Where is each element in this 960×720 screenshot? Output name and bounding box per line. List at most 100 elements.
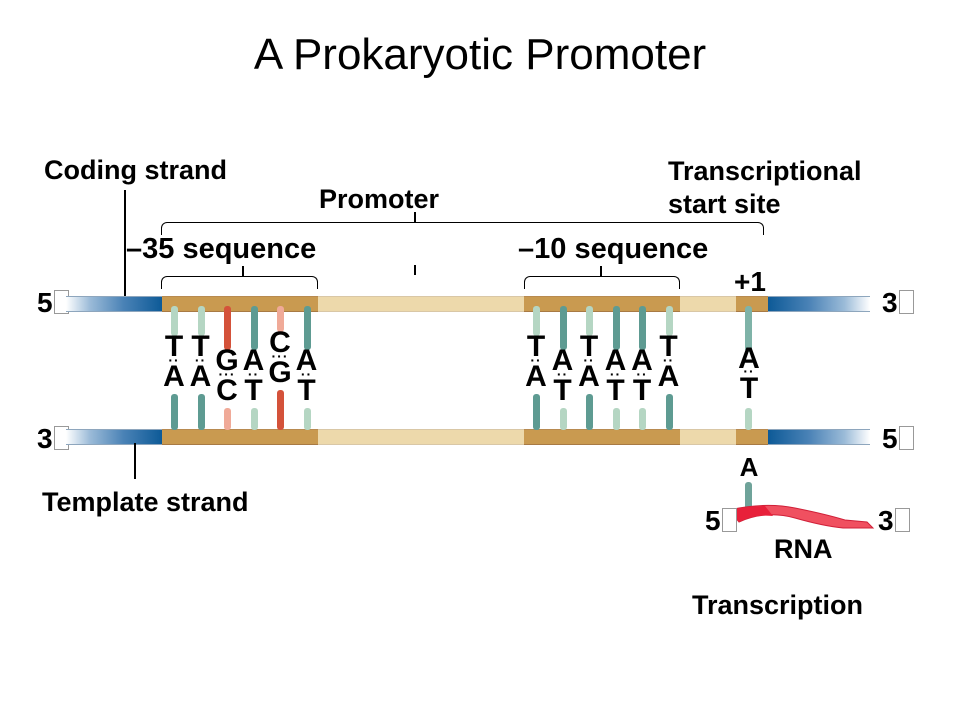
minus10-bottom-base: T	[606, 374, 625, 407]
minus10-bottom-peg	[559, 408, 567, 430]
coding-3prime-end: 3	[882, 287, 914, 319]
transcription-label: Transcription	[692, 590, 864, 620]
rna-3prime-text: 3	[878, 505, 894, 536]
template-spacer	[318, 429, 524, 445]
minus35-top-base: G	[215, 344, 239, 377]
minus35-top-base: A	[242, 344, 265, 377]
coding-5prime-end: 5	[37, 287, 69, 319]
minus35-bottom-base: C	[216, 374, 238, 407]
minus35-top-peg	[303, 306, 311, 350]
minus10-bottom-base: T	[632, 374, 652, 407]
template-3prime-text: 3	[37, 423, 53, 454]
minus10-bottom-peg	[533, 394, 540, 430]
coding-strand-pointer	[124, 190, 126, 298]
minus35-top-base: T	[191, 330, 210, 363]
rna-label: RNA	[774, 534, 833, 564]
minus10-pair-dots: ··	[556, 366, 569, 382]
start-bottom-base: T	[739, 372, 759, 405]
minus35-bottom-base: T	[297, 374, 316, 407]
template-strand-3prime-flank	[66, 429, 162, 445]
minus35-top-peg	[277, 306, 284, 332]
rna-strand	[728, 504, 875, 529]
diagram-title: A Prokaryotic Promoter	[253, 30, 707, 79]
minus10-top-peg	[559, 306, 567, 350]
prime-glyph-icon	[898, 426, 914, 450]
promoter-bracket-tick	[414, 212, 416, 222]
minus10-label: –10 sequence	[518, 233, 709, 265]
tss-label: Transcriptional start site	[668, 155, 862, 221]
minus10-bracket	[524, 276, 680, 289]
start-bottom-peg	[745, 408, 752, 430]
minus35-bottom-base: T	[244, 374, 263, 407]
minus35-top-peg	[197, 306, 205, 336]
minus10-pair-dots: ··	[530, 352, 542, 368]
template-start-site	[736, 429, 768, 445]
minus10-bottom-base: A	[657, 360, 680, 393]
minus35-top-base: T	[164, 330, 184, 363]
minus10-top-peg	[533, 306, 540, 336]
promoter-bracket	[161, 222, 764, 235]
coding-strand-3prime-flank	[768, 296, 870, 312]
minus35-bottom-peg	[277, 390, 284, 430]
template-5prime-end: 5	[882, 423, 914, 455]
template-strand-pointer	[134, 443, 136, 479]
minus35-pair-dots: ··	[247, 366, 260, 382]
coding-3prime-text: 3	[882, 287, 898, 318]
minus10-pair-dots: ··	[636, 366, 648, 382]
minus35-bottom-base: A	[163, 360, 185, 393]
minus35-pair-dots: ··	[300, 366, 313, 382]
tss-label-line1: Transcriptional	[668, 156, 862, 186]
coding-spacer	[318, 296, 524, 312]
minus35-bracket-tick	[242, 266, 244, 276]
minus35-bottom-peg	[250, 408, 258, 430]
minus10-pair-dots: ··	[609, 366, 622, 382]
plus1-label: +1	[734, 266, 766, 297]
minus10-bottom-peg	[586, 394, 593, 430]
minus10-bottom-base: A	[578, 360, 600, 393]
minus35-pair-dots: ···	[218, 366, 236, 382]
spacer-tick	[414, 265, 416, 275]
minus10-bottom-peg	[665, 394, 673, 430]
minus10-bottom-peg	[639, 408, 646, 430]
start-pair-dots: ··	[743, 363, 755, 379]
minus35-bottom-peg	[197, 394, 205, 430]
minus35-bottom-peg	[303, 408, 311, 430]
minus10-top-peg	[639, 306, 646, 350]
minus35-bottom-base: A	[189, 360, 212, 393]
minus35-top-peg	[171, 306, 178, 336]
rna-ribbon-start	[729, 506, 773, 522]
minus35-bottom-peg	[224, 408, 231, 430]
start-top-base: A	[738, 342, 760, 375]
start-top-peg	[745, 306, 752, 352]
rna-base-peg	[745, 482, 752, 518]
minus10-top-peg	[612, 306, 620, 350]
minus35-top-base: C	[269, 326, 291, 359]
minus35-bottom-base: G	[268, 356, 292, 389]
minus35-pair-dots: ··	[194, 352, 207, 368]
template-3prime-end: 3	[37, 423, 69, 455]
rna-3prime-end: 3	[878, 505, 910, 537]
minus35-pair-dots: ···	[271, 348, 289, 364]
prime-glyph-icon	[898, 290, 914, 314]
minus10-top-base: T	[579, 330, 599, 363]
template-5prime-text: 5	[882, 423, 898, 454]
rna-5prime-text: 5	[705, 505, 721, 536]
minus35-bracket	[161, 276, 318, 289]
minus10-top-base: A	[631, 344, 653, 377]
minus10-top-base: A	[604, 344, 627, 377]
minus35-top-peg	[224, 306, 231, 350]
minus35-label: –35 sequence	[126, 233, 317, 265]
prime-glyph-icon	[721, 508, 737, 532]
rna-5prime-end: 5	[705, 505, 737, 537]
prime-glyph-icon	[894, 508, 910, 532]
tss-label-line2: start site	[668, 189, 781, 219]
minus35-top-base: A	[295, 344, 318, 377]
promoter-label: Promoter	[319, 184, 440, 214]
template-minus35-element	[162, 429, 318, 445]
coding-strand-5prime-flank	[66, 296, 162, 312]
template-strand-label: Template strand	[42, 487, 249, 517]
template-strand-5prime-flank	[768, 429, 870, 445]
minus10-top-base: T	[659, 330, 678, 363]
minus10-bottom-base: T	[553, 374, 572, 407]
coding-5prime-text: 5	[37, 287, 53, 318]
